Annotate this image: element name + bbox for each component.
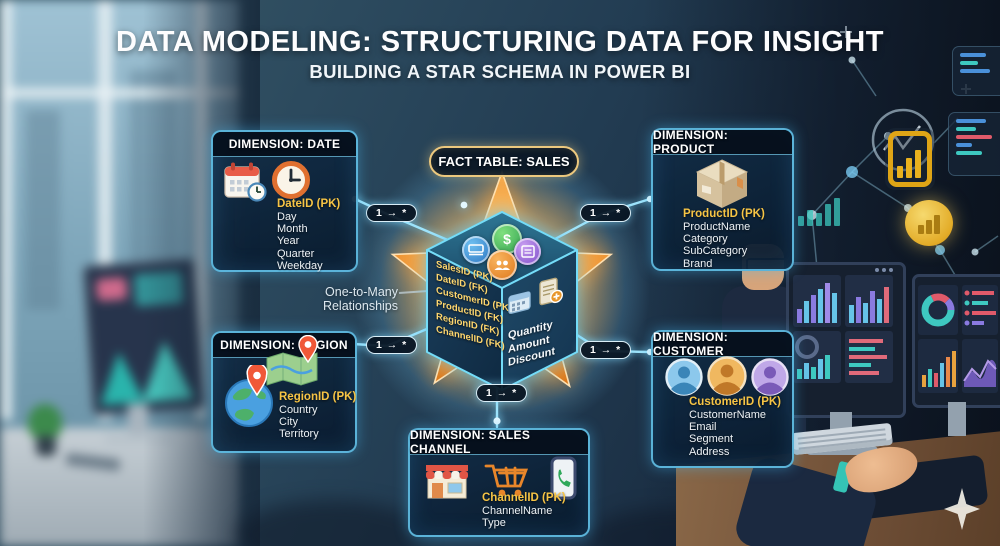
map-pin-icon xyxy=(298,335,318,363)
fact-table-label: FACT TABLE: SALES xyxy=(429,146,579,177)
field-item: Month xyxy=(277,223,308,235)
powerbi-logo-bars xyxy=(897,150,921,178)
avatar-purple-icon xyxy=(751,358,789,396)
cardinality-badge: 1 → * xyxy=(580,341,632,359)
primary-key-field: CustomerID (PK) xyxy=(689,396,782,408)
dimension-header: DIMENSION: SALES CHANNEL xyxy=(410,428,588,456)
field-item: Day xyxy=(277,210,297,223)
field-item: ChannelName xyxy=(482,504,553,517)
primary-key-field: ProductID (PK) xyxy=(683,208,765,220)
dimension-header: DIMENSION: CUSTOMER xyxy=(653,330,792,358)
metric-list-panel xyxy=(948,112,1000,176)
mini-bar-chart xyxy=(798,198,840,226)
field-item: Territory xyxy=(279,428,319,441)
fact-measure-icons xyxy=(508,274,563,316)
field-item: ProductName xyxy=(683,220,751,233)
powerbi-logo xyxy=(885,128,935,190)
dashboard-charts xyxy=(918,285,998,393)
register-icon xyxy=(462,236,490,264)
document-plus-icon xyxy=(539,277,563,306)
field-item: Country xyxy=(279,403,318,416)
primary-key-field: RegionID (PK) xyxy=(279,391,357,403)
cardinality-badge: 1 → * xyxy=(366,336,418,354)
dashboard-monitor-left xyxy=(786,262,906,418)
dimension-header: DIMENSION: DATE xyxy=(213,132,356,157)
monitor-stand xyxy=(948,402,966,436)
clock-icon xyxy=(272,161,310,199)
storefront-icon xyxy=(426,465,468,499)
dashboard-charts xyxy=(793,268,893,383)
chair-silhouette xyxy=(236,500,426,546)
primary-key-field: ChannelID (PK) xyxy=(482,492,566,504)
field-item: Email xyxy=(689,421,717,433)
relationship-label: One-to-Many Relationships xyxy=(322,285,398,313)
metric-list-panel xyxy=(952,46,1000,96)
fact-table-cube xyxy=(426,211,578,391)
field-item: Weekday xyxy=(277,260,323,273)
avatar-blue-icon xyxy=(665,358,703,396)
field-item: Type xyxy=(482,517,506,529)
map-pin-icon xyxy=(246,365,268,396)
globe-icon xyxy=(225,379,273,427)
package-icon xyxy=(695,159,749,208)
left-fade-overlay xyxy=(0,0,260,546)
field-item: SubCategory xyxy=(683,245,748,258)
dimension-box-channel: DIMENSION: SALES CHANNEL ChannelID (P xyxy=(408,428,590,537)
avatar-orange-icon xyxy=(707,356,747,396)
calendar-icon xyxy=(508,291,531,314)
bar-chart-badge-icon xyxy=(905,200,953,246)
field-item: Segment xyxy=(689,433,734,446)
field-item: Address xyxy=(689,445,730,458)
field-item: City xyxy=(279,416,298,428)
phone-icon xyxy=(550,456,577,500)
dimension-box-product: DIMENSION: PRODUCT ProductID (PK) Produc… xyxy=(651,128,794,271)
cardinality-badge: 1 → * xyxy=(366,204,418,222)
calendar-icon xyxy=(224,162,267,202)
cardinality-badge: 1 → * xyxy=(476,384,528,402)
dimension-header: DIMENSION: PRODUCT xyxy=(653,128,792,156)
page-subtitle: BUILDING A STAR SCHEMA IN POWER BI xyxy=(309,61,691,82)
dimension-box-customer: DIMENSION: CUSTOMER CustomerID (PK) Cust… xyxy=(651,330,794,468)
map-icon xyxy=(266,352,318,386)
cardinality-badge: 1 → * xyxy=(580,204,632,222)
cart-icon xyxy=(484,464,529,497)
field-item: CustomerName xyxy=(689,408,767,421)
field-item: Year xyxy=(277,235,300,248)
monitor-base xyxy=(806,446,878,455)
field-item: Brand xyxy=(683,257,713,270)
primary-key-field: DateID (PK) xyxy=(277,198,341,210)
page-title: DATA MODELING: STRUCTURING DATA FOR INSI… xyxy=(116,26,884,58)
receipt-icon xyxy=(514,238,541,265)
field-item: Category xyxy=(683,233,728,245)
field-item: Quarter xyxy=(277,247,315,260)
dashboard-monitor-right xyxy=(912,274,1000,408)
people-icon xyxy=(487,250,517,280)
